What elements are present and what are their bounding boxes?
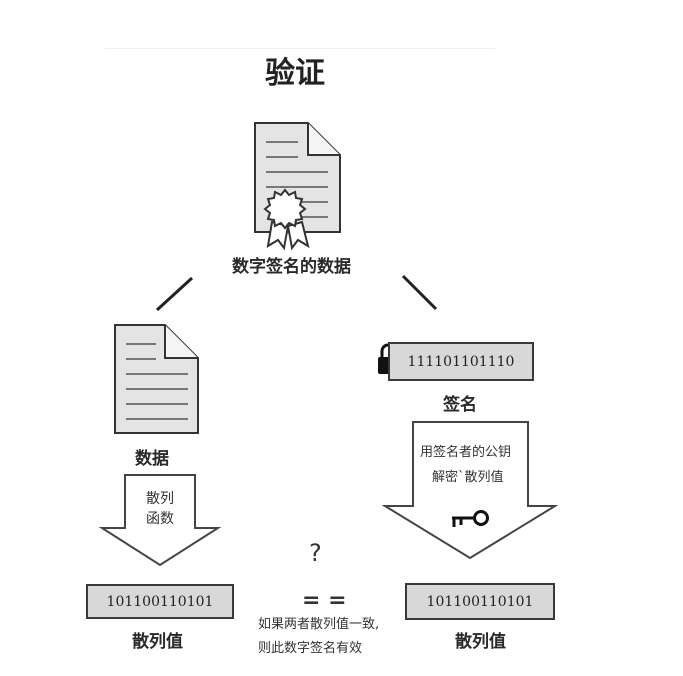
conclusion-line1: 如果两者散列值一致, bbox=[258, 617, 380, 632]
signature-label: 签名 bbox=[443, 395, 477, 415]
conclusion-line2: 则此数字签名有效 bbox=[258, 641, 363, 656]
seal-icon bbox=[263, 188, 310, 251]
right-hash-value-box: 101100110101 bbox=[405, 583, 555, 620]
signed-data-label: 数字签名的数据 bbox=[232, 257, 351, 277]
decrypt-label-line1: 用签名者的公钥 bbox=[420, 445, 512, 460]
right-hash-label: 散列值 bbox=[455, 632, 506, 652]
connector-left bbox=[155, 276, 194, 312]
left-hash-label: 散列值 bbox=[132, 632, 183, 652]
hash-function-arrow bbox=[98, 474, 222, 567]
data-document-icon bbox=[114, 324, 199, 434]
key-icon bbox=[452, 510, 489, 527]
left-hash-value-box: 101100110101 bbox=[86, 584, 234, 619]
question-mark: ? bbox=[309, 539, 322, 567]
connector-right bbox=[401, 274, 438, 311]
decrypt-label-line2: 解密`散列值 bbox=[432, 470, 504, 485]
top-divider bbox=[105, 48, 495, 49]
page-title: 验证 bbox=[265, 56, 325, 91]
equals-sign: = = bbox=[302, 588, 347, 613]
decrypt-arrow bbox=[381, 421, 559, 560]
data-label: 数据 bbox=[135, 449, 169, 469]
hash-function-label-line2: 函数 bbox=[146, 511, 174, 527]
signature-bits-box: 111101101110 bbox=[388, 342, 534, 381]
hash-function-label-line1: 散列 bbox=[146, 491, 174, 507]
